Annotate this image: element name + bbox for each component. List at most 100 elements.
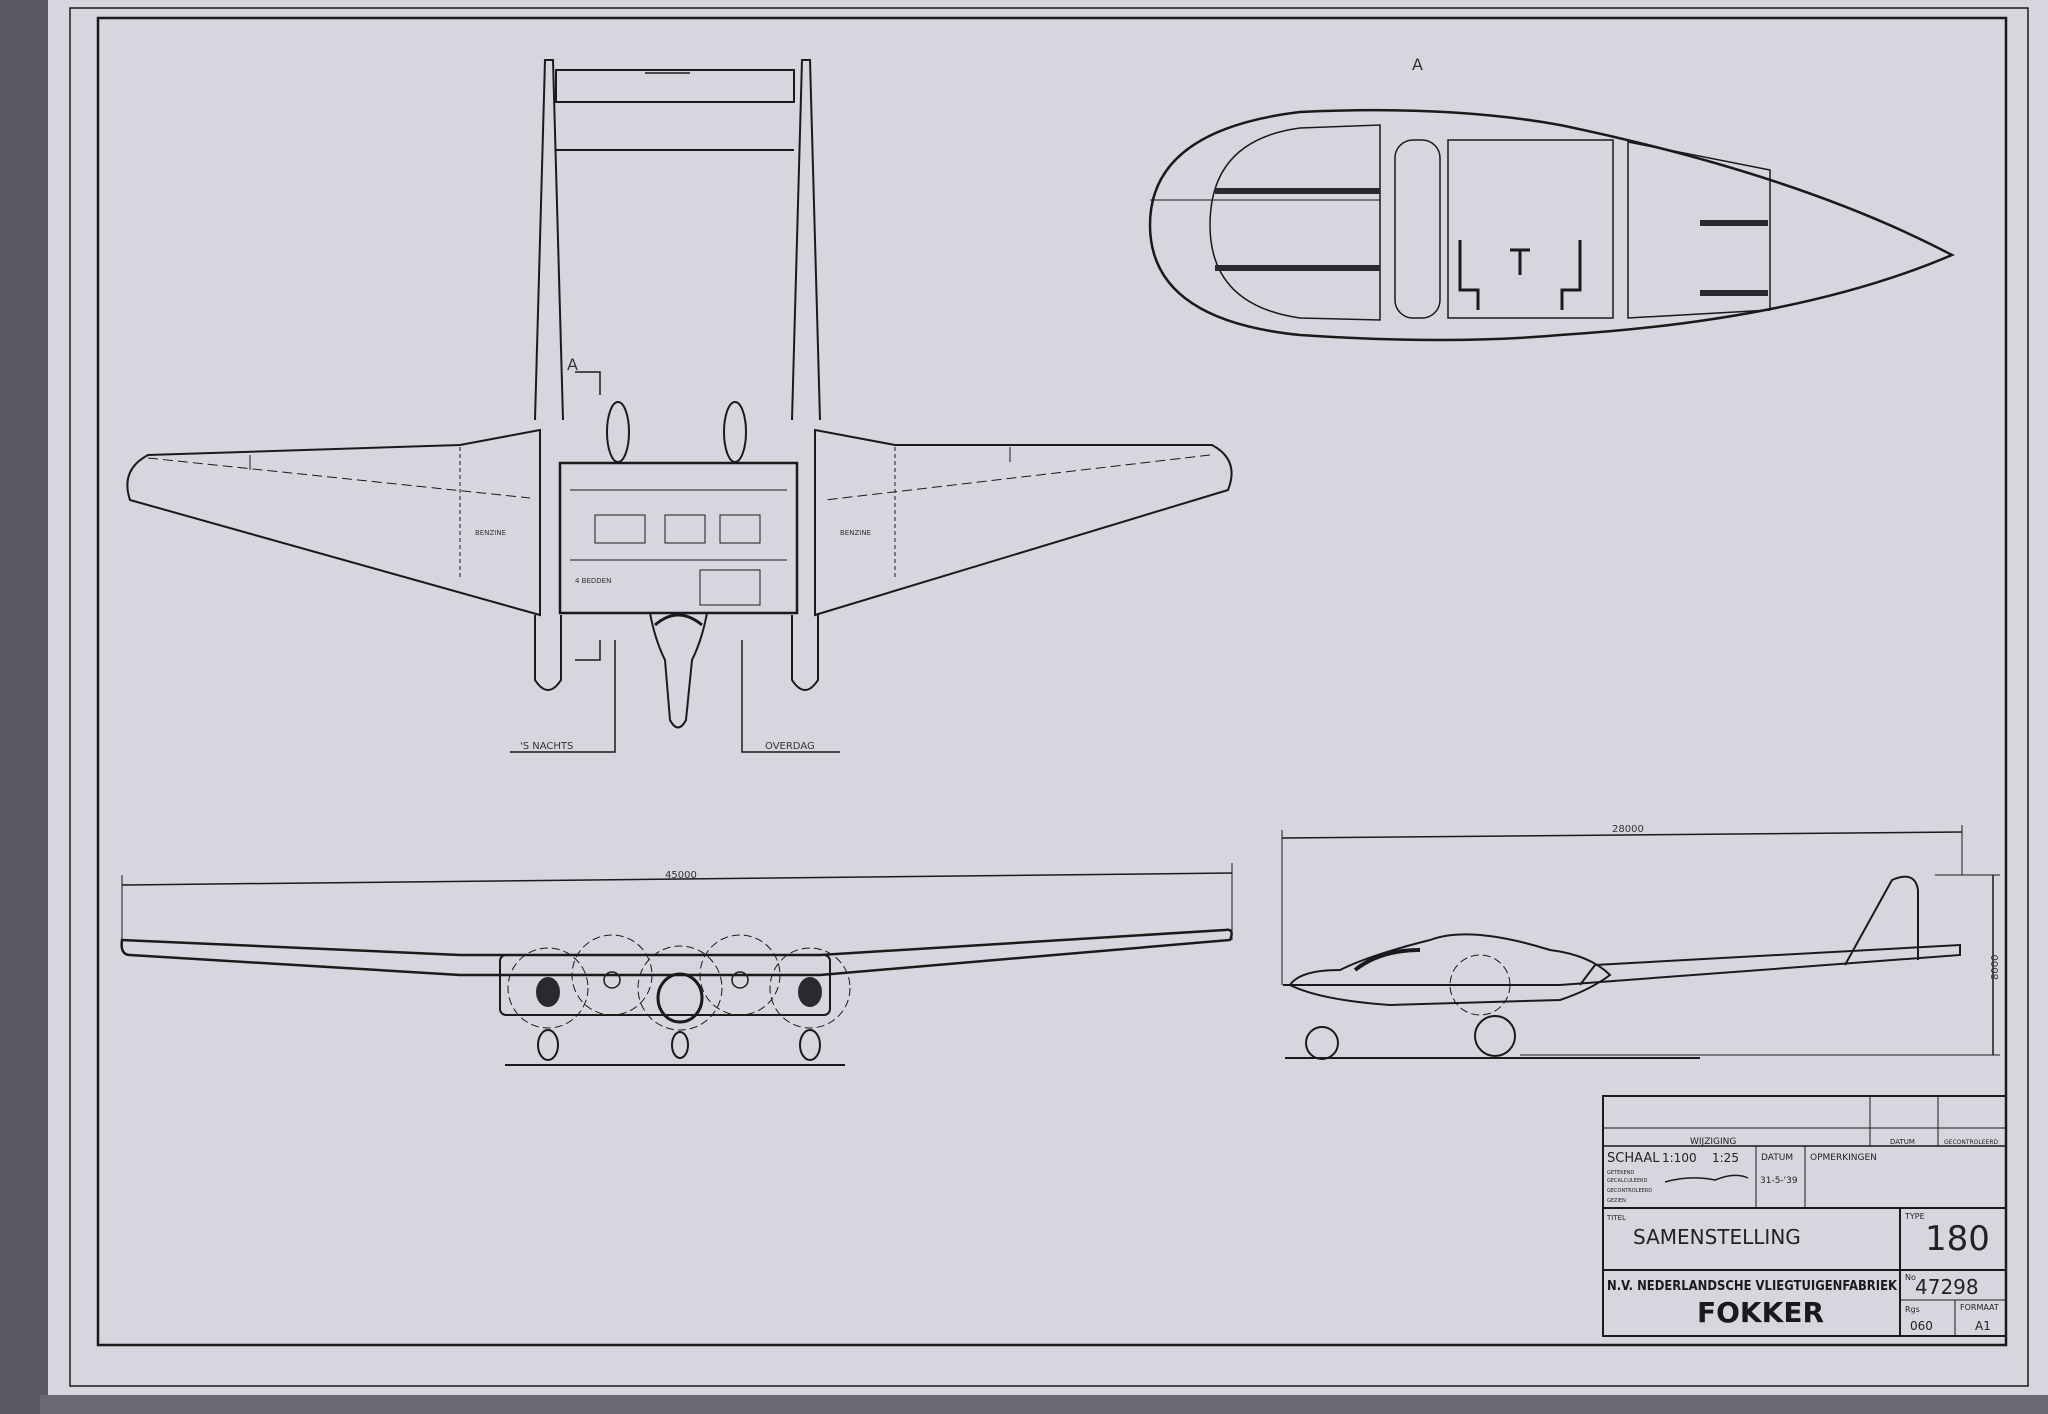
engine-front-left — [536, 977, 560, 1007]
tb-reg-value: 060 — [1910, 1319, 1933, 1333]
tb-title: SAMENSTELLING — [1633, 1225, 1801, 1249]
wing-front-view — [120, 928, 1233, 977]
section-compartment-3 — [1447, 139, 1614, 319]
engine-nacelle-rear-right — [723, 401, 747, 463]
wing-right-label: BENZINE — [840, 529, 871, 537]
bunk-rear-upper — [1700, 220, 1768, 226]
outer-border — [69, 7, 2029, 1387]
callout-line-right — [741, 640, 840, 753]
section-compartment-2 — [1394, 139, 1441, 319]
left-wing — [126, 428, 541, 617]
fuselage-nose-plan — [648, 612, 709, 729]
callout-right-label: OVERDAG — [765, 741, 815, 752]
cockpit-side — [1353, 948, 1421, 972]
left-tail-boom — [534, 59, 564, 421]
prop-disc-side — [1449, 954, 1511, 1016]
prop-disc-1 — [507, 947, 589, 1029]
inner-border — [96, 16, 2008, 1347]
paper-background — [40, 0, 2048, 1414]
cabin-table-3 — [719, 514, 761, 544]
cabin-table-2 — [664, 514, 706, 544]
section-compartment-4 — [1627, 141, 1771, 319]
section-table — [1510, 248, 1530, 275]
engine-front-rear-left — [603, 971, 621, 989]
right-wing — [814, 428, 1233, 617]
title-block-frame — [1602, 1095, 2007, 1337]
engine-front-right — [798, 977, 822, 1007]
cabin-galley — [699, 569, 761, 606]
callout-left-label: 'S NACHTS — [520, 741, 573, 752]
tb-type-label: TYPE — [1904, 1212, 1925, 1221]
section-marker-top: A — [567, 355, 578, 374]
length-dimension: 28000 — [1612, 824, 1644, 835]
fuselage-cross-section — [1148, 108, 1955, 342]
wheel-side-main — [1474, 1015, 1516, 1057]
prop-disc-4 — [699, 934, 781, 1016]
tb-type-value: 180 — [1925, 1219, 1990, 1259]
tb-brand: FOKKER — [1697, 1296, 1824, 1329]
title-block: WIJZIGING DATUM GECONTROLEERD SCHAAL 1:1… — [1602, 1095, 2007, 1337]
tb-datum-label: DATUM — [1761, 1153, 1793, 1163]
boom-side — [1283, 943, 1961, 986]
bunk-rear-lower — [1700, 290, 1768, 296]
tb-opmerkingen-label: OPMERKINGEN — [1810, 1153, 1877, 1163]
section-cut-top — [575, 371, 601, 395]
tb-schaal-value-1: 1:100 — [1662, 1151, 1697, 1165]
bunk-upper — [1215, 188, 1380, 194]
height-dimension: 8000 — [1990, 955, 2001, 980]
length-dimension-line — [1281, 831, 1963, 839]
prop-disc-5 — [769, 947, 851, 1029]
cabin-label: 4 BEDDEN — [575, 577, 611, 585]
section-cut-bottom — [575, 640, 601, 661]
cabin-table-1 — [594, 514, 646, 544]
vertical-tail — [1844, 875, 1919, 966]
wing-left-label: BENZINE — [475, 529, 506, 537]
section-seat-right — [1560, 240, 1582, 310]
span-dimension-line — [121, 872, 1233, 886]
engine-nacelle-left — [534, 615, 562, 691]
tb-formaat-label: FORMAAT — [1960, 1303, 1999, 1312]
tb-schaal-label: SCHAAL — [1607, 1151, 1660, 1166]
span-dimension: 45000 — [665, 870, 697, 881]
prop-disc-2 — [571, 934, 653, 1016]
plan-view: A 'S NACHTS OVERDAG BENZINE BENZINE 4 BE… — [126, 59, 1233, 753]
tb-datum-header: DATUM — [1890, 1138, 1915, 1146]
bottom-dark-edge — [40, 1395, 2048, 1414]
tb-getekend-label: GETEKEND — [1607, 1170, 1634, 1176]
fuselage-side — [1288, 933, 1612, 1007]
front-view: 45000 — [120, 863, 1233, 1066]
left-dark-edge — [0, 0, 48, 1414]
section-a-view: A — [1148, 55, 1955, 342]
tb-signature — [1664, 1174, 1749, 1183]
side-view: 28000 8000 — [1281, 824, 2001, 1060]
bunk-lower — [1215, 265, 1380, 271]
tb-schaal-value-2: 1:25 — [1712, 1151, 1739, 1165]
tb-formaat-value: A1 — [1975, 1319, 1991, 1333]
tb-date: 31-5-'39 — [1760, 1176, 1798, 1186]
right-spar-line — [824, 454, 1211, 501]
tb-titel-label: TITEL — [1606, 1214, 1626, 1222]
tailplane-top — [555, 69, 795, 103]
wheel-front-center — [671, 1031, 689, 1059]
left-spar-line — [147, 457, 531, 499]
tb-reg-label: Rgs — [1905, 1305, 1920, 1314]
tb-gecalculeerd-label: GECALCULEERD — [1607, 1178, 1647, 1184]
section-compartment-1 — [1209, 124, 1381, 321]
right-tail-boom — [791, 59, 821, 421]
cockpit-glazing-plan — [654, 613, 703, 627]
engine-nacelle-right — [791, 615, 819, 691]
tb-company: N.V. NEDERLANDSCHE VLIEGTUIGENFABRIEK — [1607, 1279, 1898, 1294]
wheel-front-right — [799, 1029, 821, 1061]
tb-gecontroleerd-label: GECONTROLEERD — [1607, 1188, 1652, 1194]
wheel-front-left — [537, 1029, 559, 1061]
engine-nacelle-rear-left — [606, 401, 630, 463]
engine-front-center — [656, 972, 704, 1024]
prop-disc-3 — [637, 945, 723, 1031]
tb-gezien-label: GEZIEN — [1607, 1198, 1626, 1204]
callout-line-left — [510, 640, 616, 753]
tb-drawing-number: 47298 — [1915, 1275, 1979, 1299]
tb-revisions-header: WIJZIGING — [1690, 1137, 1736, 1147]
tb-gecontroleerd-header: GECONTROLEERD — [1944, 1139, 1998, 1146]
